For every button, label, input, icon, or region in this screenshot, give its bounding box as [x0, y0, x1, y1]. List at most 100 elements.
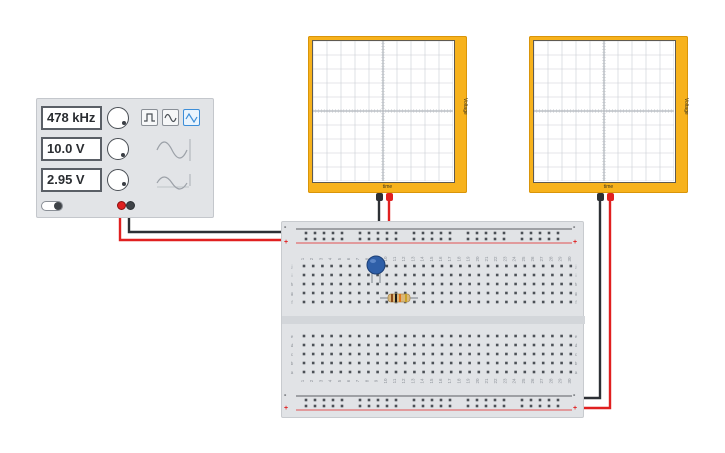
svg-text:16: 16 [438, 378, 443, 384]
svg-text:14: 14 [420, 378, 425, 384]
scope-1-black-probe[interactable] [376, 193, 383, 201]
svg-text:23: 23 [502, 378, 507, 384]
svg-text:20: 20 [475, 378, 480, 384]
fg-negative-terminal[interactable] [126, 201, 135, 210]
svg-text:7: 7 [355, 379, 360, 382]
svg-text:28: 28 [548, 256, 553, 262]
amplitude-display: 10.0 V [41, 137, 102, 161]
svg-text:17: 17 [447, 256, 452, 262]
svg-text:8: 8 [364, 379, 369, 382]
fg-positive-terminal[interactable] [117, 201, 126, 210]
svg-text:d: d [291, 343, 294, 348]
svg-text:19: 19 [466, 378, 471, 384]
svg-text:17: 17 [447, 378, 452, 384]
svg-text:18: 18 [456, 378, 461, 384]
svg-text:7: 7 [355, 257, 360, 260]
frequency-display: 478 kHz [41, 106, 102, 130]
svg-text:1: 1 [300, 257, 305, 260]
scope-2-x-label: time [603, 184, 614, 190]
svg-text:i: i [576, 273, 577, 278]
svg-text:29: 29 [558, 256, 563, 262]
svg-text:13: 13 [410, 256, 415, 262]
sine-wave-button[interactable] [162, 109, 179, 126]
amplitude-knob[interactable] [107, 138, 129, 160]
svg-text:14: 14 [420, 256, 425, 262]
rail-bottom-positive-right: + [573, 405, 578, 412]
triangle-wave-button[interactable] [183, 109, 200, 126]
resistor[interactable] [380, 293, 418, 303]
svg-text:h: h [575, 282, 578, 287]
rail-top-positive-right: + [573, 239, 578, 246]
rail-bottom-positive-left: + [284, 405, 289, 412]
rail-top-positive-left: + [284, 239, 289, 246]
offset-wave-icon [156, 174, 191, 190]
square-wave-button[interactable] [141, 109, 158, 126]
svg-text:i: i [292, 273, 293, 278]
ceramic-capacitor[interactable] [366, 255, 386, 283]
power-toggle[interactable] [41, 201, 63, 211]
svg-text:26: 26 [530, 378, 535, 384]
svg-text:25: 25 [521, 256, 526, 262]
svg-text:16: 16 [438, 256, 443, 262]
svg-text:4: 4 [328, 379, 333, 382]
frequency-knob[interactable] [107, 107, 129, 129]
svg-text:18: 18 [456, 256, 461, 262]
svg-text:30: 30 [567, 378, 572, 384]
svg-text:6: 6 [346, 257, 351, 260]
svg-text:5: 5 [337, 257, 342, 260]
scope-1-y-label: Voltage [462, 98, 468, 115]
svg-text:10: 10 [383, 378, 388, 384]
svg-text:a: a [575, 370, 578, 375]
svg-text:22: 22 [493, 256, 498, 262]
svg-text:2: 2 [309, 257, 314, 260]
svg-text:6: 6 [346, 379, 351, 382]
dc-offset-display: 2.95 V [41, 168, 102, 192]
scope-2-red-probe[interactable] [607, 193, 614, 201]
rail-bottom-negative-right: - [573, 392, 576, 399]
oscilloscope-1[interactable]: time Voltage [308, 36, 468, 193]
svg-text:c: c [291, 352, 294, 357]
amplitude-wave-icon [156, 139, 191, 161]
svg-text:30: 30 [567, 256, 572, 262]
svg-text:f: f [575, 300, 577, 305]
svg-text:27: 27 [539, 378, 544, 384]
square-wave-icon [144, 113, 155, 122]
svg-text:5: 5 [337, 379, 342, 382]
oscilloscope-2[interactable]: time Voltage [529, 36, 689, 193]
svg-text:j: j [575, 264, 577, 269]
svg-text:26: 26 [530, 256, 535, 262]
svg-text:g: g [291, 291, 294, 296]
svg-text:a: a [291, 370, 294, 375]
triangle-wave-icon [185, 112, 198, 124]
svg-text:e: e [575, 334, 578, 339]
svg-text:12: 12 [401, 378, 406, 384]
scope-1-red-probe[interactable] [386, 193, 393, 201]
svg-text:3: 3 [318, 257, 323, 260]
svg-text:21: 21 [484, 256, 489, 262]
svg-text:22: 22 [493, 378, 498, 384]
svg-text:4: 4 [328, 257, 333, 260]
svg-text:b: b [575, 361, 578, 366]
svg-text:1: 1 [300, 379, 305, 382]
svg-text:b: b [291, 361, 294, 366]
svg-text:3: 3 [318, 379, 323, 382]
svg-text:11: 11 [392, 256, 397, 261]
scope-1-x-label: time [382, 184, 393, 190]
svg-text:h: h [291, 282, 294, 287]
dc-offset-knob[interactable] [107, 169, 129, 191]
svg-text:24: 24 [512, 378, 517, 384]
rail-bottom-negative-left: - [284, 392, 287, 399]
svg-text:j: j [291, 264, 293, 269]
breadboard[interactable]: 1122334455667788991010111112121313141415… [281, 221, 585, 418]
svg-text:12: 12 [401, 256, 406, 262]
scope-2-black-probe[interactable] [597, 193, 604, 201]
svg-text:25: 25 [521, 378, 526, 384]
svg-text:f: f [291, 300, 293, 305]
scope-2-y-label: Voltage [683, 98, 689, 115]
svg-text:27: 27 [539, 256, 544, 262]
svg-text:15: 15 [429, 256, 434, 262]
function-generator[interactable]: 478 kHz 10.0 V 2.95 V [36, 98, 214, 218]
rail-top-negative-right: - [573, 224, 576, 231]
svg-text:d: d [575, 343, 578, 348]
